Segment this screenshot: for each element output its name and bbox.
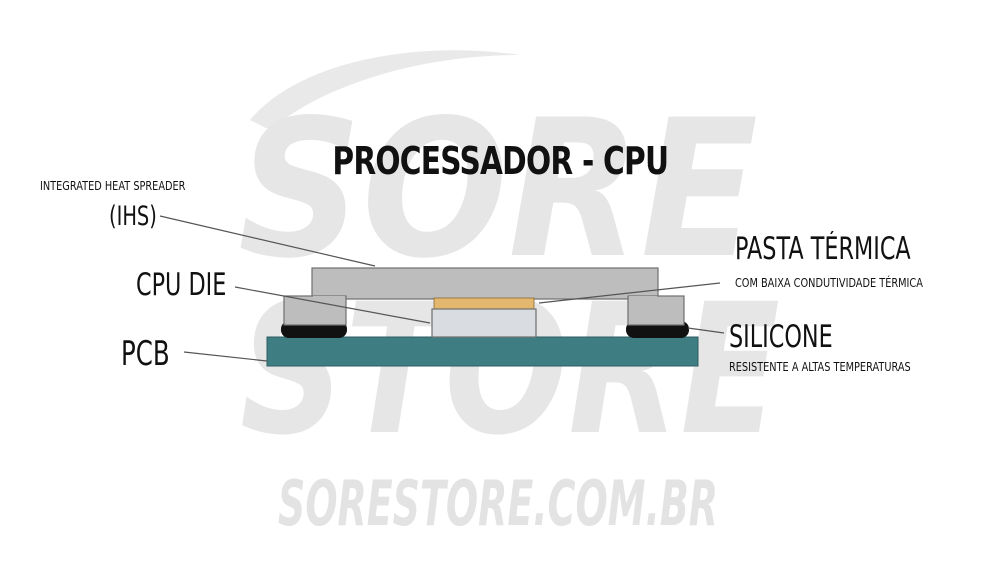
watermark-swoosh: [250, 50, 520, 130]
watermark-url: SORESTORE.COM.BR: [278, 467, 718, 540]
pcb-board: [266, 336, 699, 367]
ihs-top-plate: [311, 267, 659, 300]
cpu-die: [431, 308, 537, 338]
leader-lines: [159, 215, 725, 362]
ihs-label: (IHS): [109, 201, 157, 232]
diagram-title: PROCESSADOR - CPU: [332, 139, 669, 183]
silicone-note: RESISTENTE A ALTAS TEMPERATURAS: [729, 359, 911, 374]
thermal-paste: [433, 297, 535, 310]
leader-cpu-die: [234, 286, 431, 324]
silicone-label: SILICONE: [729, 319, 833, 355]
leader-silicone: [687, 327, 725, 334]
leader-pcb: [183, 351, 268, 362]
ihs-left-leg: [283, 295, 347, 326]
watermark-logo-word-1: SORE: [238, 79, 758, 300]
ihs-join-cover-right: [629, 296, 657, 300]
thermal-paste-label: PASTA TÉRMICA: [735, 231, 911, 267]
pcb-label: PCB: [121, 334, 170, 374]
thermal-paste-note: COM BAIXA CONDUTIVIDADE TÉRMICA: [735, 275, 923, 290]
cpu-die-label: CPU DIE: [136, 267, 227, 303]
ihs-join-cover-left: [313, 296, 345, 300]
leader-ihs: [159, 215, 376, 267]
ihs-right-leg: [627, 295, 685, 326]
ihs-caption: INTEGRATED HEAT SPREADER: [40, 178, 186, 193]
leader-thermal-paste: [538, 282, 721, 304]
